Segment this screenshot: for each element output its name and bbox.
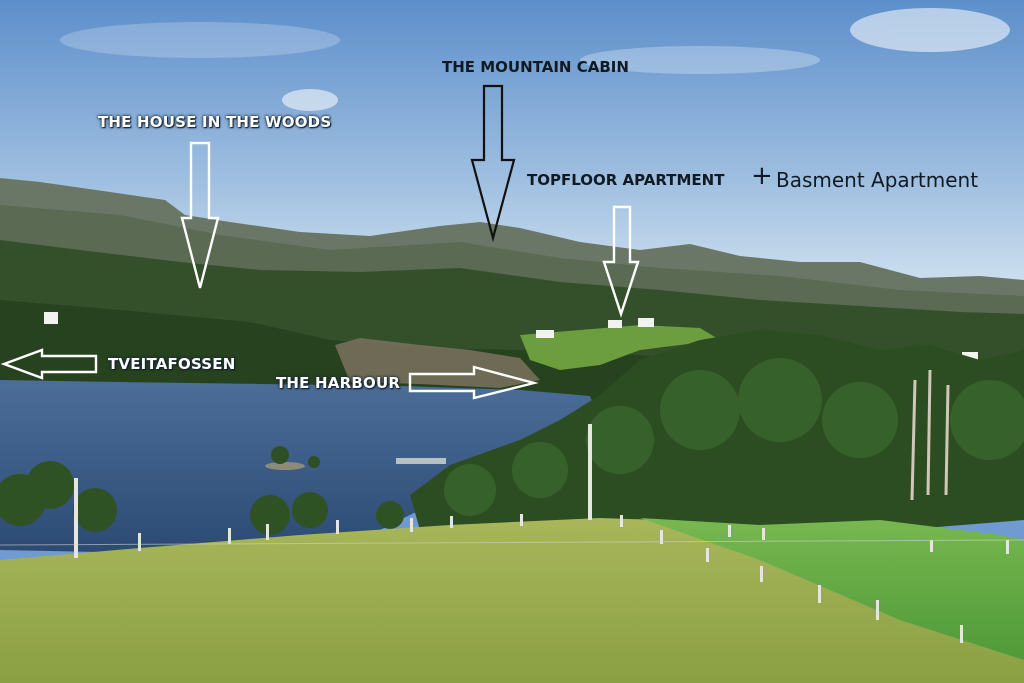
arrow-down-house-in-woods-icon (180, 141, 220, 289)
rock-face (335, 338, 540, 388)
farm-field (520, 325, 720, 370)
clouds (60, 8, 1010, 111)
label-the-harbour: THE HARBOUR (276, 374, 401, 392)
label-basement-apartment: Basment Apartment (776, 168, 979, 192)
label-house-in-the-woods: THE HOUSE IN THE WOODS (98, 113, 332, 131)
fence-wire (0, 539, 1024, 546)
green-field (640, 518, 1024, 660)
label-topfloor-apartment: TOPFLOOR APARTMENT (527, 171, 725, 189)
arrow-right-harbour-icon (408, 365, 539, 400)
label-tveitafossen: TVEITAFOSSEN (108, 355, 236, 373)
lake-islets (265, 446, 446, 470)
label-mountain-cabin: THE MOUNTAIN CABIN (442, 58, 629, 76)
fence-posts (74, 424, 1009, 643)
birch-trunks (910, 369, 950, 501)
arrow-left-tveitafossen-icon (0, 348, 98, 380)
arrow-down-mountain-cabin-icon (470, 84, 516, 243)
tree-cluster-left (0, 461, 404, 535)
meadow (0, 518, 1024, 683)
tree-crowns (444, 358, 1024, 516)
plus-icon: + (751, 161, 773, 191)
arrow-down-apartment-icon (602, 205, 640, 318)
